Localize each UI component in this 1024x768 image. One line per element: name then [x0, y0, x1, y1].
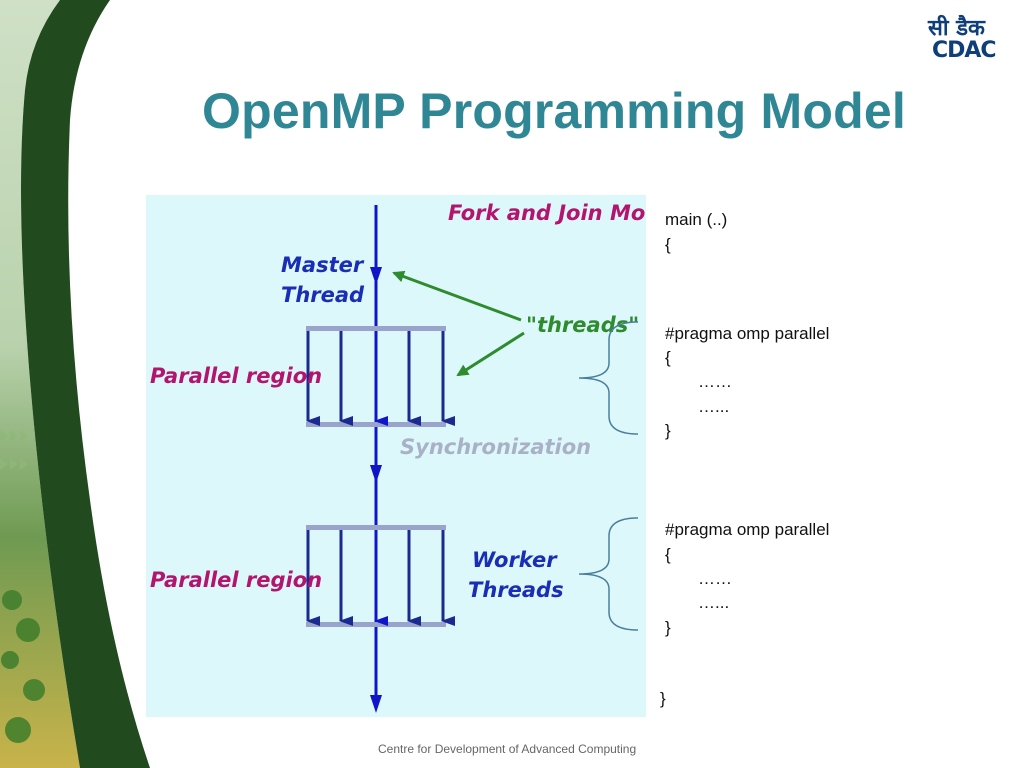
region-2-fork-bar [306, 525, 446, 530]
threads-pointer-arrow-worker [456, 331, 525, 377]
worker-threads-label-line2: Threads [468, 578, 564, 602]
synchronization-label: Synchronization [400, 435, 591, 459]
bracket-region-2 [578, 517, 639, 631]
fork-join-diagram: Fork and Join Model Master Thread "threa… [146, 195, 646, 717]
logo-hindi-text: सी डैक [928, 16, 985, 41]
page-title: OpenMP Programming Model [202, 83, 906, 139]
master-thread-label-line2: Thread [281, 283, 365, 307]
logo-latin-text: CDAC [932, 38, 997, 63]
code-block-1-dots2: …... [698, 397, 730, 416]
region-1-threads [306, 331, 455, 426]
footer-text: Centre for Development of Advanced Compu… [378, 742, 637, 756]
code-block-1-pragma: #pragma omp parallel [665, 324, 830, 343]
parallel-region-1-label: Parallel region [150, 364, 322, 388]
code-block-2-close: } [665, 618, 671, 637]
master-thread-label-line1: Master [281, 253, 365, 277]
master-arrowhead-sync [370, 465, 382, 483]
code-block-2-dots2: …... [698, 593, 730, 612]
code-brackets [578, 321, 639, 631]
worker-threads-label-line1: Worker [472, 548, 558, 572]
region-2-join-bar [306, 622, 446, 627]
region-2-threads [306, 530, 455, 626]
left-decoration [0, 0, 150, 768]
code-close-brace: } [660, 689, 666, 708]
bracket-region-1 [578, 321, 639, 435]
region-1-join-bar [306, 422, 446, 427]
diagram-heading: Fork and Join Model [448, 201, 646, 225]
parallel-region-2-label: Parallel region [150, 568, 322, 592]
master-arrowhead-bottom [370, 695, 382, 713]
cdac-logo: सी डैक CDAC [928, 12, 1006, 66]
code-block-2-dots1: …… [698, 569, 732, 588]
code-block-2-pragma: #pragma omp parallel [665, 520, 830, 539]
code-block-1-close: } [665, 421, 671, 440]
code-main-line: main (..) [665, 210, 728, 229]
code-open-brace: { [665, 235, 671, 254]
master-arrowhead-top [370, 267, 382, 285]
code-block-2-open: { [665, 545, 671, 564]
threads-pointer-arrow-master [392, 270, 522, 322]
code-block-1-open: { [665, 348, 671, 367]
region-1-fork-bar [306, 326, 446, 331]
code-block-1-dots1: …… [698, 372, 732, 391]
